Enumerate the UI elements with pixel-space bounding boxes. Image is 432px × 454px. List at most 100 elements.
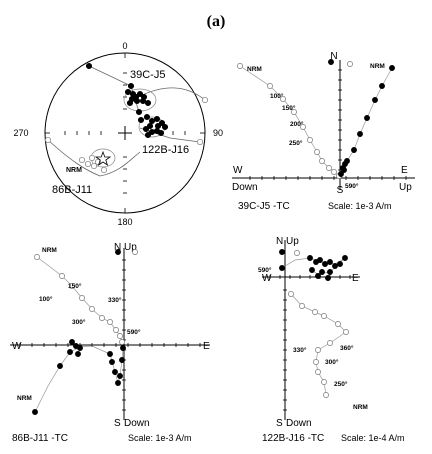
step-label-590: 590° [345,182,359,190]
open-point [321,379,327,385]
filled-point [69,339,75,345]
open-point [331,169,337,175]
demag-path-filled [340,67,393,175]
open-point [315,369,321,375]
caption: 122B-J16 -TC [262,433,324,444]
step-label-360: 360° [340,344,354,352]
stereonet: 0 90 180 270 39C-J5 122B-J16 86B-J11 NRM [13,41,223,227]
open-point [267,83,273,89]
filled-point [135,108,143,116]
zijderveld-86b-j11: N Up E W S Down NRM 150° 100° 330° 300° … [10,242,210,444]
tick-label-180: 180 [117,217,132,227]
scale-label: Scale: 1e-4 A/m [341,433,405,443]
open-point [78,156,86,164]
step-label-590: 590° [258,266,272,274]
axis-label-n: N [276,236,283,247]
stereonet-points [44,62,209,174]
axis-label-s: S [337,185,344,196]
tick-label-0: 0 [122,41,127,51]
open-point [313,359,319,365]
axis-label-n: N [114,242,121,253]
axis-label-down: Down [124,418,150,429]
axis-ticks [249,69,407,180]
step-label-100: 100° [270,92,284,100]
step-label-nrm-filled: NRM [17,395,32,402]
filled-point [364,115,370,121]
filled-point [146,122,154,130]
tick-label-90: 90 [213,128,223,138]
open-point [196,138,204,146]
filled-point [148,117,156,125]
caption: 39C-J5 -TC [238,201,290,212]
filled-point [389,65,395,71]
axis-label-w: W [233,165,243,176]
step-label-150: 150° [282,104,296,112]
filled-point [317,257,323,263]
open-point [327,340,333,346]
open-point [315,347,321,353]
axis-label-w: W [12,341,22,352]
open-point [319,158,325,164]
filled-point [57,363,63,369]
axis-label-e: E [352,273,359,284]
open-point [347,61,353,67]
open-point [321,313,327,319]
stereonet-crosshair [118,126,132,140]
panel-label: (a) [207,13,226,30]
open-point [201,96,209,104]
filled-point [127,82,135,90]
filled-point [153,115,161,123]
axis-label-n: N [330,51,337,62]
open-point [343,329,349,335]
filled-point [279,265,285,271]
open-point [100,166,108,174]
filled-point [327,269,333,275]
open-point [335,321,341,327]
step-label-250: 250° [289,139,303,147]
cluster-label-122b: 122B-J16 [142,144,189,156]
zijderveld-39c-j5: N E S W Down Up NRM 100° 150° 200° 250° … [232,51,415,212]
axis-label-w: W [262,273,272,284]
filled-point [139,97,147,105]
open-point [84,160,92,168]
open-point [294,250,300,256]
filled-point [126,99,134,107]
filled-point [119,357,125,363]
filled-point [341,167,347,173]
caption: 86B-J11 -TC [12,433,68,444]
demag-points [32,249,138,415]
filled-point [357,131,363,137]
axis-label-down: Down [286,418,312,429]
filled-point [315,273,321,279]
axis-ticks [19,259,201,411]
great-circle-39c-tail [139,87,206,101]
filled-point [112,369,118,375]
cluster-label-39c: 39C-J5 [130,69,165,81]
demag-points [279,249,349,398]
step-label-590: 590° [127,328,141,336]
filled-point [67,349,73,355]
filled-point [109,359,115,365]
axis-label-e: E [401,165,408,176]
filled-point [309,267,315,273]
open-point [99,315,105,321]
filled-point [143,113,151,121]
open-point [280,96,286,102]
filled-point [338,171,344,177]
step-label-150: 150° [68,282,82,290]
open-point [44,136,52,144]
mean-direction-star [94,150,112,166]
open-point [79,295,85,301]
filled-point [77,345,83,351]
open-point [69,283,75,289]
great-circle-86b [47,139,141,177]
open-point [90,162,98,170]
axis-label-s: S [276,418,283,429]
filled-point [107,351,113,357]
step-label-nrm: NRM [353,404,368,411]
open-point [300,124,306,130]
step-label-nrm-filled: NRM [370,63,385,70]
filled-point [332,263,338,269]
filled-point [120,345,126,351]
